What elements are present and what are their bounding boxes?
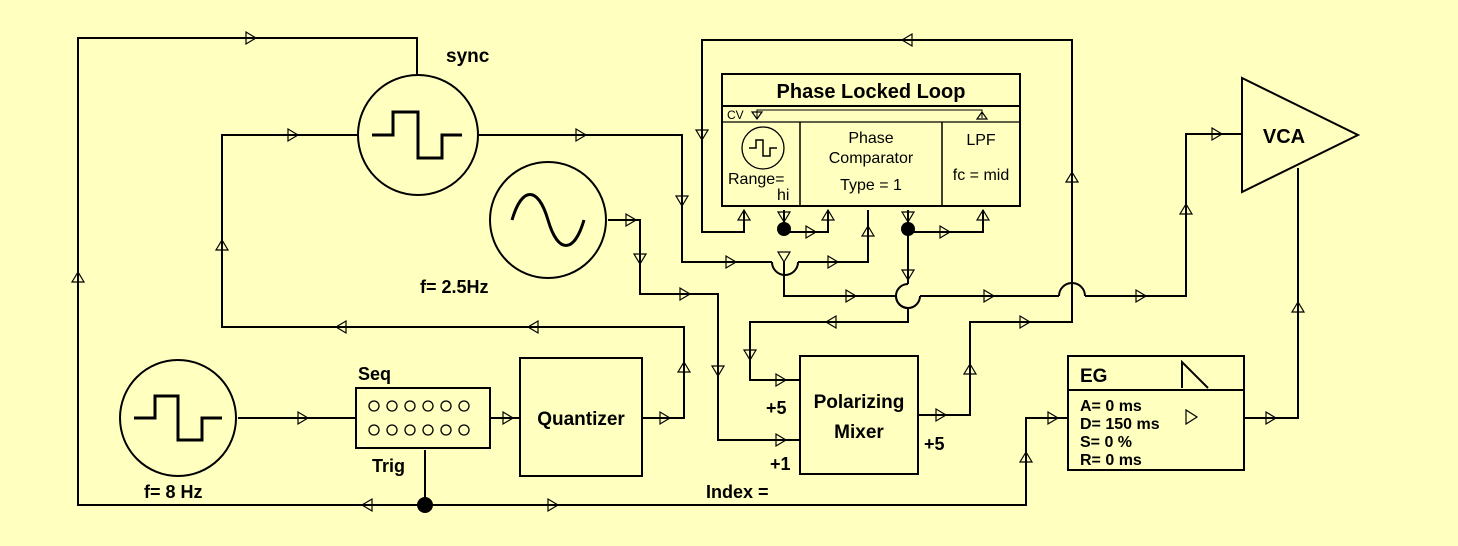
pll-lpf-cutoff: fc = mid bbox=[953, 167, 1009, 184]
clock-junction-dot bbox=[417, 497, 433, 513]
pll-title: Phase Locked Loop bbox=[777, 81, 966, 103]
pll-vco-range-value: hi bbox=[777, 187, 789, 204]
sine-wave-icon bbox=[510, 193, 586, 247]
polarizing-mixer[interactable]: Polarizing Mixer bbox=[799, 355, 919, 475]
mixer-bottom-input-gain: +1 bbox=[770, 454, 791, 474]
envelope-generator[interactable]: EG A= 0 ms D= 150 ms S= 0 % R= 0 ms bbox=[1067, 355, 1245, 471]
eg-attack: A= 0 ms bbox=[1080, 398, 1142, 415]
clock-oscillator[interactable] bbox=[119, 359, 237, 477]
eg-trigger-input-arrow bbox=[1185, 408, 1199, 426]
index-label: Index = bbox=[706, 482, 769, 502]
quantizer[interactable]: Quantizer bbox=[519, 357, 643, 477]
square-wave-icon bbox=[134, 394, 222, 442]
phase-locked-loop[interactable]: Phase Locked Loop CV Range= hi Phase Com… bbox=[721, 73, 1021, 207]
mixer-top-input-gain: +5 bbox=[766, 398, 787, 418]
quantizer-label: Quantizer bbox=[537, 409, 625, 430]
mixer-label-line2: Mixer bbox=[834, 422, 884, 443]
wires bbox=[77, 37, 1299, 506]
signal-arrows bbox=[70, 30, 1306, 513]
sequencer-label: Seq bbox=[358, 364, 391, 384]
vca[interactable]: VCA bbox=[1241, 76, 1361, 194]
sequencer-step-knobs bbox=[368, 400, 470, 436]
sine-lfo[interactable] bbox=[489, 161, 607, 279]
sync-oscillator[interactable] bbox=[357, 74, 479, 196]
eg-release: R= 0 ms bbox=[1080, 452, 1142, 469]
sync-label: sync bbox=[446, 46, 490, 67]
pll-comparator-line1: Phase bbox=[848, 130, 893, 147]
clock-oscillator-frequency: f= 8 Hz bbox=[144, 482, 203, 502]
mixer-label-line1: Polarizing bbox=[814, 392, 905, 413]
pll-vco-icon bbox=[741, 126, 785, 170]
pll-comparator-line2: Comparator bbox=[829, 150, 914, 167]
pll-vco-range-label: Range= bbox=[728, 171, 785, 188]
envelope-shape-icon bbox=[1181, 359, 1209, 389]
vco-junction-dot bbox=[777, 222, 791, 236]
eg-decay: D= 150 ms bbox=[1080, 416, 1160, 433]
pll-comparator-type: Type = 1 bbox=[840, 177, 902, 194]
pll-cv-label: CV bbox=[727, 108, 744, 122]
eg-title: EG bbox=[1080, 366, 1107, 387]
sequencer[interactable] bbox=[355, 387, 491, 449]
comparator-junction-dot bbox=[901, 222, 915, 236]
eg-sustain: S= 0 % bbox=[1080, 434, 1132, 451]
square-wave-icon bbox=[372, 110, 462, 160]
mixer-output-gain: +5 bbox=[924, 434, 945, 454]
vca-label: VCA bbox=[1263, 126, 1305, 148]
sequencer-trig-label: Trig bbox=[372, 456, 405, 476]
sine-lfo-frequency: f= 2.5Hz bbox=[420, 277, 489, 297]
pll-lpf-label: LPF bbox=[966, 132, 996, 149]
